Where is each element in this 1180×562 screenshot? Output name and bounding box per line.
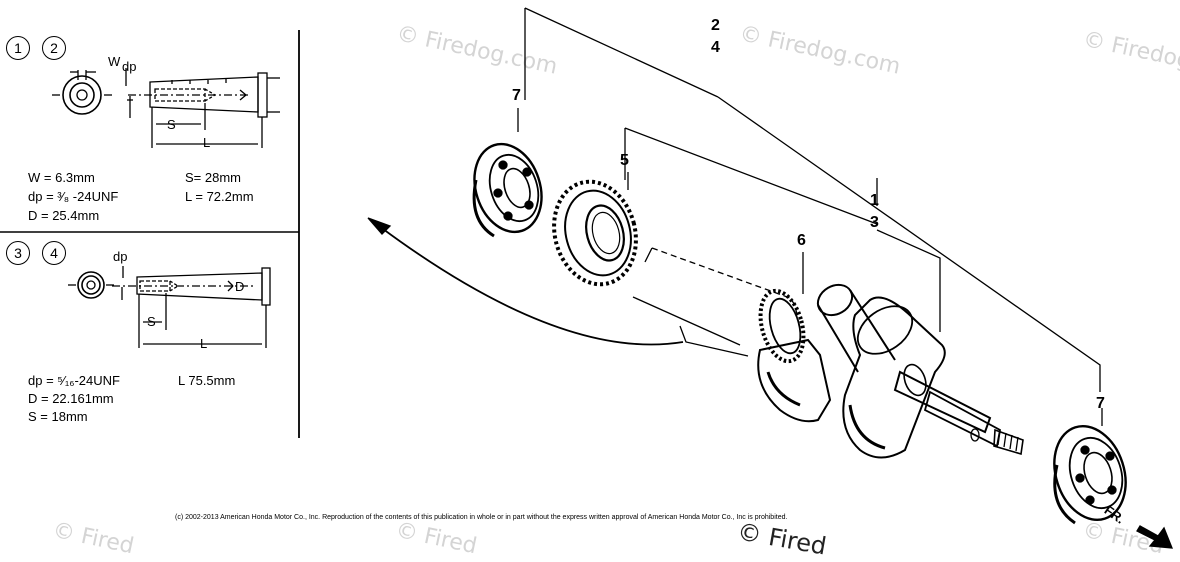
callout-bracket-1-3 xyxy=(624,127,941,332)
dim-label-dp: dp xyxy=(113,249,128,264)
callout-number: 5 xyxy=(620,152,629,169)
copyright-notice: (c) 2002-2013 American Honda Motor Co., … xyxy=(175,514,788,521)
callout-number: 7 xyxy=(1096,395,1105,412)
ref-number-circle: 4 xyxy=(42,241,66,265)
dim-label-s: S xyxy=(167,117,176,132)
dim-label-l: L xyxy=(203,135,211,150)
ref-number-circle: 1 xyxy=(6,36,30,60)
dim-label-s: S xyxy=(147,314,156,329)
front-direction-arrow xyxy=(1136,525,1173,549)
callout-number: 1 xyxy=(870,192,879,209)
spec-dp: dp = ⁵⁄₁₆-24UNF xyxy=(28,373,120,388)
dim-label-l: L xyxy=(200,336,208,351)
spec-l: L 75.5mm xyxy=(178,373,236,388)
rotation-arrow xyxy=(374,222,684,346)
shaft-end-view-a xyxy=(52,70,112,115)
ref-number-circle: 3 xyxy=(6,241,30,265)
ball-bearing-lower xyxy=(1053,424,1127,525)
spec-s: S= 28mm xyxy=(185,170,241,185)
ball-bearing-upper xyxy=(472,142,543,238)
dim-label-dp: dp xyxy=(122,59,137,74)
spec-dp: dp = ³⁄₈ -24UNF xyxy=(28,189,119,204)
shaft-side-view-a xyxy=(125,68,280,148)
callout-number: 4 xyxy=(711,39,720,56)
shaft-side-view-b xyxy=(112,266,271,348)
callout-number: 7 xyxy=(512,87,521,104)
dim-label-w: W xyxy=(108,54,121,69)
dim-label-d: D xyxy=(235,279,245,294)
crankshaft xyxy=(757,283,1024,459)
callout-bracket-2-4 xyxy=(524,7,1101,392)
spec-w: W = 6.3mm xyxy=(28,170,95,185)
shaft-end-view-b xyxy=(68,271,114,299)
spec-l: L = 72.2mm xyxy=(185,189,254,204)
spec-d: D = 25.4mm xyxy=(28,208,100,223)
ref-number-circle: 2 xyxy=(42,36,66,60)
callout-number: 2 xyxy=(711,17,720,34)
callout-number: 6 xyxy=(797,232,806,249)
spec-s: S = 18mm xyxy=(28,409,88,424)
callout-number: 3 xyxy=(870,214,879,231)
timing-gear xyxy=(552,179,638,287)
spec-d: D = 22.161mm xyxy=(28,391,114,406)
